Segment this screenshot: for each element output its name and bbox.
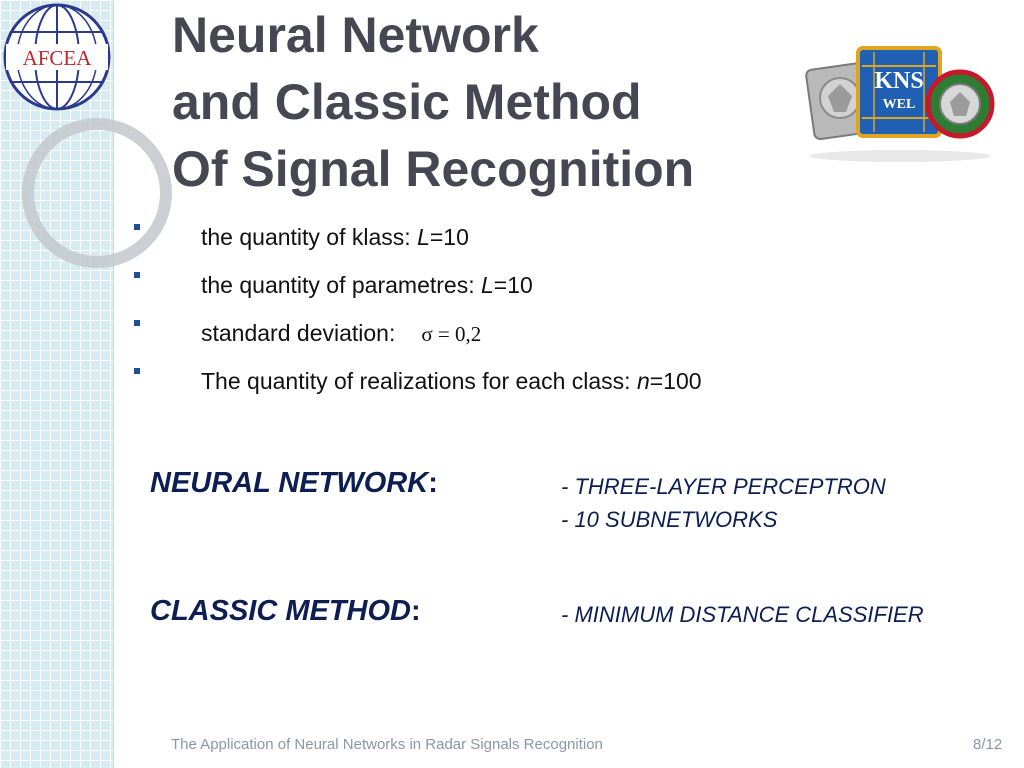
list-item-label: standard deviation: <box>201 320 396 346</box>
neural-network-item: - THREE-LAYER PERCEPTRON <box>561 474 886 499</box>
variable-symbol: L <box>481 272 494 298</box>
bullet-marker <box>134 368 140 374</box>
list-item-text: the quantity of parametres: L=10 <box>201 272 533 299</box>
kns-wel-crest: KNS WEL <box>805 46 995 162</box>
list-item-text: standard deviation: σ = 0,2 <box>201 320 481 347</box>
decorative-sidebar <box>0 0 114 768</box>
crest-text-wel: WEL <box>883 97 916 112</box>
page-title: Neural Network and Classic Method Of Sig… <box>172 2 782 203</box>
title-line-1: Neural Network <box>172 7 539 63</box>
list-item-label: the quantity of parametres: <box>201 272 481 298</box>
variable-value: =100 <box>649 368 702 394</box>
title-line-3: Of Signal Recognition <box>172 141 695 197</box>
list-item-label: The quantity of realizations for each cl… <box>201 368 637 394</box>
afcea-logo: AFCEA <box>3 3 111 111</box>
list-item-text: The quantity of realizations for each cl… <box>201 368 702 395</box>
sigma-formula: σ = 0,2 <box>421 322 482 346</box>
classic-method-item: - MINIMUM DISTANCE CLASSIFIER <box>561 602 924 627</box>
decorative-ring <box>22 118 172 268</box>
bullet-marker <box>134 224 140 230</box>
bullet-marker <box>134 272 140 278</box>
variable-symbol: n <box>636 368 650 394</box>
faculty-emblem-icon <box>925 69 995 139</box>
neural-network-heading: NEURAL NETWORK: <box>150 467 438 500</box>
heading-colon: : <box>411 595 421 627</box>
classic-method-heading: CLASSIC METHOD: <box>150 595 421 628</box>
heading-colon: : <box>428 467 438 499</box>
crest-text-kns: KNS <box>874 68 923 94</box>
afcea-logo-text: AFCEA <box>23 46 93 70</box>
classic-method-label: CLASSIC METHOD <box>150 595 411 627</box>
variable-value: =10 <box>493 272 533 298</box>
list-item-text: the quantity of klass: L=10 <box>201 224 469 251</box>
chip-emblem-icon: KNS WEL <box>856 46 942 138</box>
variable-symbol: L <box>417 224 430 250</box>
title-line-2: and Classic Method <box>172 74 642 130</box>
bullet-marker <box>134 320 140 326</box>
footer-title: The Application of Neural Networks in Ra… <box>171 736 603 753</box>
page-number: 8/12 <box>973 736 1003 753</box>
neural-network-item: - 10 SUBNETWORKS <box>561 507 778 532</box>
list-item-label: the quantity of klass: <box>201 224 418 250</box>
neural-network-label: NEURAL NETWORK <box>150 467 429 499</box>
variable-value: =10 <box>429 224 469 250</box>
